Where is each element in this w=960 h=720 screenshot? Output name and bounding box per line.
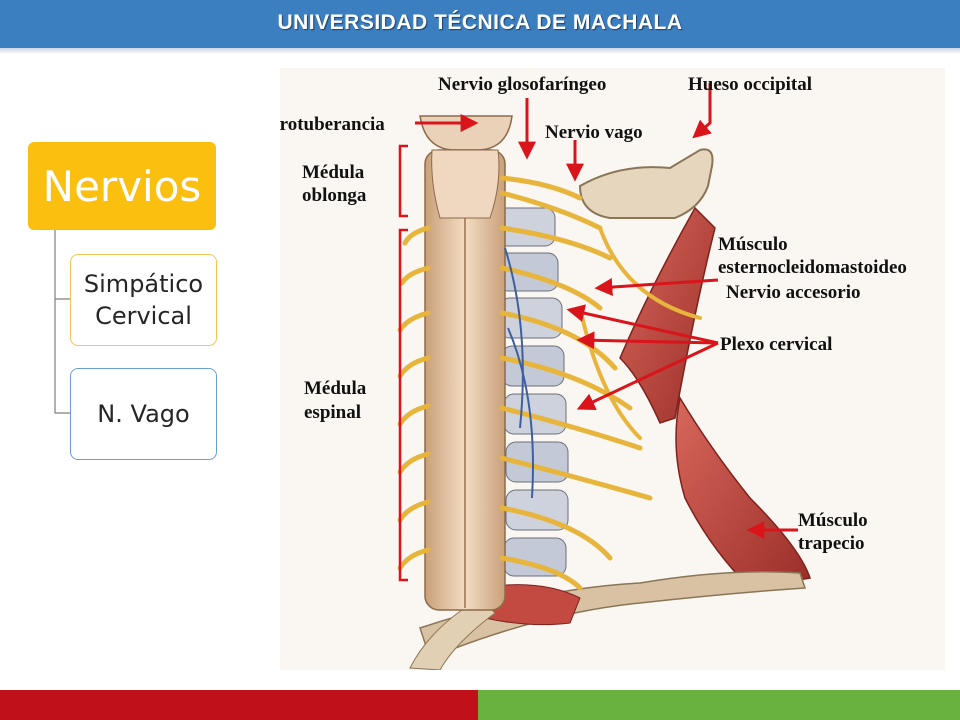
bracket-medula-oblonga [398, 144, 408, 218]
label-arrows [415, 83, 798, 539]
label-plexo-cervical: Plexo cervical [720, 334, 832, 355]
trapezius-muscle [675, 395, 811, 589]
label-nervio-vago: Nervio vago [545, 122, 643, 143]
hierarchy-root-label: Nervios [42, 161, 202, 211]
label-hueso-occipital: Hueso occipital [688, 74, 812, 95]
label-medula-oblonga-line1: Médula [302, 162, 365, 183]
label-musculo-scm-line2: esternocleidomastoideo [718, 257, 907, 278]
footer-bar-red [0, 690, 478, 720]
header-bar [0, 0, 960, 48]
spinal-nerves-left [397, 225, 431, 571]
hierarchy-root-nervios[interactable]: Nervios [28, 142, 216, 230]
label-nervio-glosofaringeo: Nervio glosofaríngeo [438, 74, 606, 95]
label-medula-espinal-line1: Médula [304, 378, 367, 399]
hierarchy-child-simpatico-cervical[interactable]: Simpático Cervical [70, 254, 217, 346]
label-medula-oblonga-line2: oblonga [302, 185, 367, 206]
label-nervio-accesorio: Nervio accesorio [726, 282, 861, 303]
hierarchy-connectors [54, 230, 70, 414]
neck-nerves-anatomy-diagram: Nervio glosofaríngeo Hueso occipital Pro… [280, 68, 945, 670]
diagram-background [280, 68, 945, 670]
occipital-bone [578, 148, 714, 219]
label-musculo-scm-line1: Músculo [718, 234, 788, 255]
header-shadow [0, 48, 960, 54]
hierarchy-child-label: Simpático Cervical [83, 269, 204, 330]
hierarchy-child-label: N. Vago [97, 399, 190, 428]
footer-bar-green [478, 690, 960, 720]
label-musculo-trapecio-line1: Músculo [798, 510, 868, 531]
blood-vessels [504, 247, 534, 499]
hierarchy-child-n-vago[interactable]: N. Vago [70, 368, 217, 460]
label-medula-espinal-line2: espinal [304, 402, 361, 423]
page-title: UNIVERSIDAD TÉCNICA DE MACHALA [277, 11, 683, 34]
label-protuberancia: Protuberancia [280, 114, 385, 135]
bracket-medula-espinal [398, 228, 408, 582]
label-musculo-trapecio-line2: trapecio [798, 533, 864, 554]
medulla-oblongata [431, 149, 500, 219]
